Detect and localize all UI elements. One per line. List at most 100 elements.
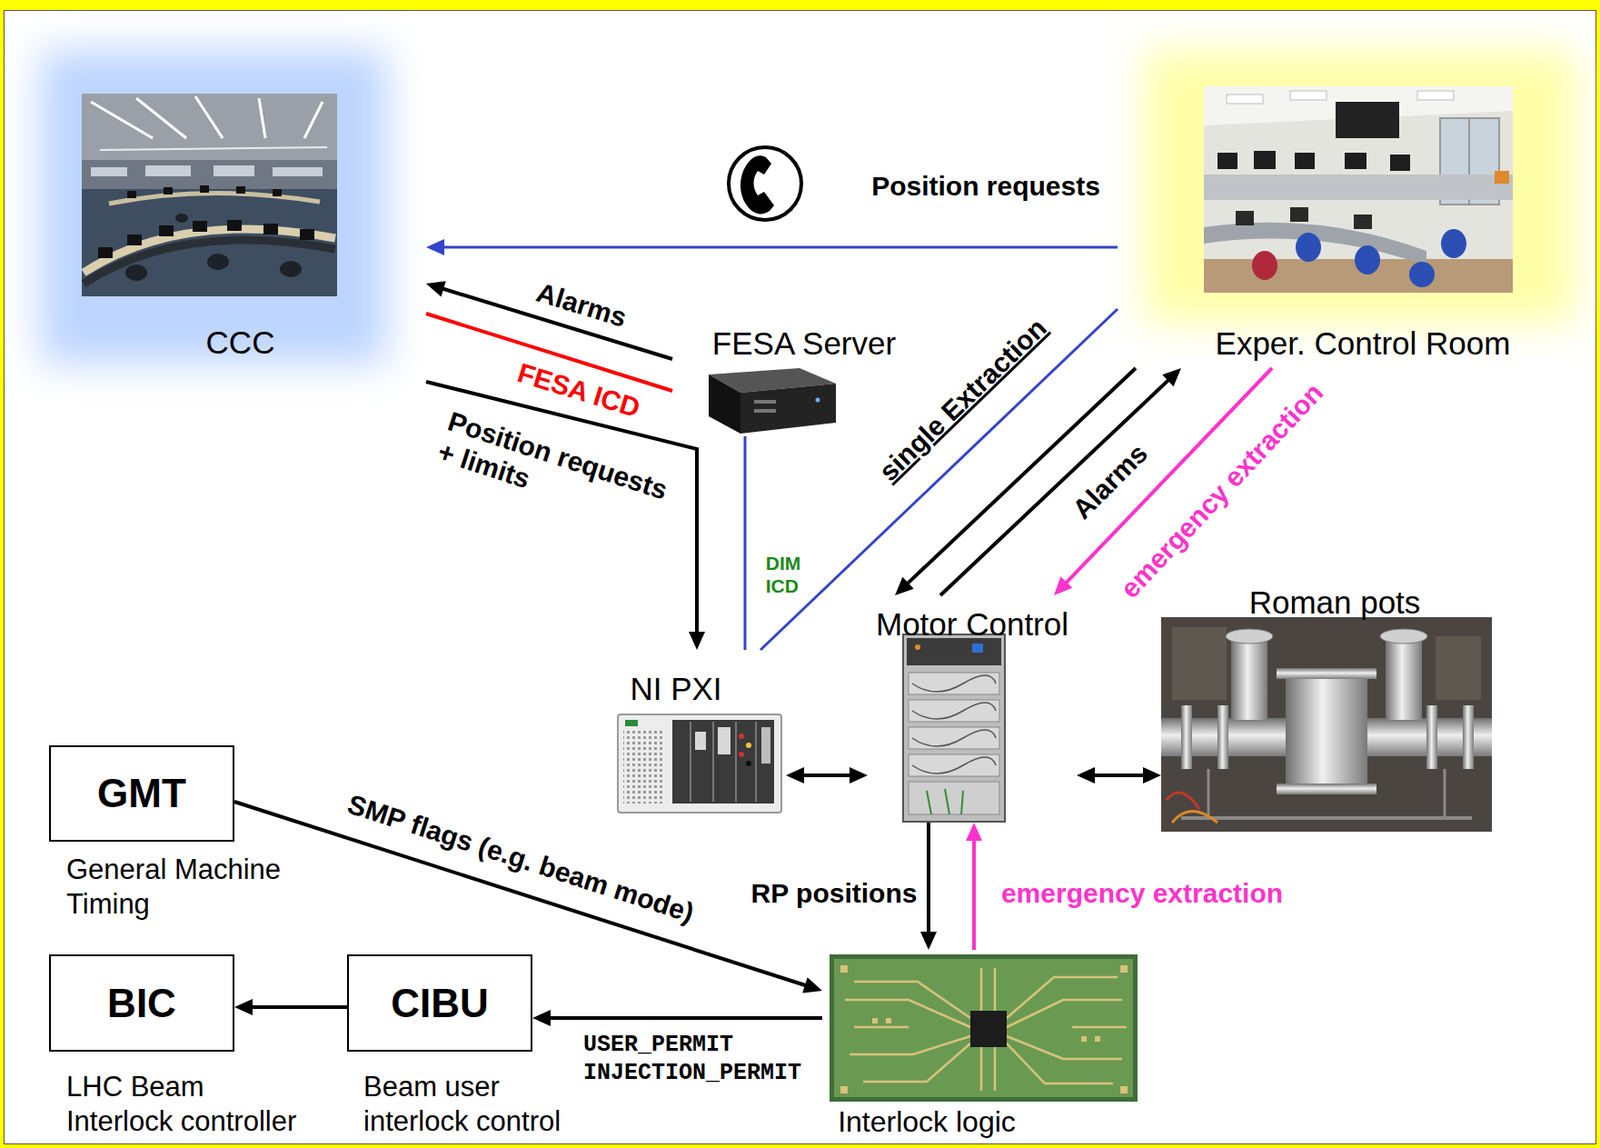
edge-label: USER_PERMIT INJECTION_PERMIT (583, 1030, 802, 1088)
control-room-photo-part (1354, 245, 1381, 275)
pxi-chassis-part (623, 730, 666, 804)
glow-part (1144, 49, 1577, 323)
roman-pot-picture-part (1172, 626, 1227, 700)
roman-pot-picture-part (1435, 636, 1481, 700)
ccc-photo-part (125, 264, 148, 281)
pxi-chassis-part (689, 721, 692, 802)
pcb-picture-part-part (993, 1046, 997, 1091)
connector-line (802, 773, 852, 777)
device-node: Motor Control (867, 595, 1077, 823)
pxi-chassis-part (735, 721, 737, 802)
motor-rack-part (908, 781, 1000, 815)
arrow-head (234, 998, 253, 1015)
device-node: NI PXI (612, 649, 786, 818)
pcb-picture-part (829, 954, 1138, 1102)
arrow-head (688, 631, 706, 650)
ccc-photo-part (99, 147, 328, 150)
node-label: FESA Server (699, 325, 909, 362)
connector-line (250, 1004, 348, 1009)
ccc-photo-part (90, 101, 153, 139)
connector (745, 436, 746, 650)
arrow-head (426, 280, 447, 297)
ccc-photo-part (159, 225, 174, 237)
box-title: BIC (50, 955, 233, 1050)
arrow-head (802, 976, 823, 993)
ccc-photo-part (258, 98, 266, 139)
pcb-picture-part-part (844, 999, 971, 1027)
connector-line (744, 436, 747, 650)
edge-label: Position requests + limits (434, 405, 687, 541)
server-picture-part (754, 399, 776, 404)
arrow-head (965, 822, 983, 841)
control-room-photo-part (1295, 232, 1322, 262)
ccc-photo-part (163, 187, 173, 195)
control-room-photo-part (1294, 152, 1315, 169)
ccc-photo (81, 93, 338, 297)
server-picture-part (708, 374, 741, 434)
process-box: CIBUBeam user interlock control (347, 954, 533, 1052)
control-room-photo-part (1252, 250, 1278, 280)
pxi-chassis-part (745, 742, 752, 748)
control-room-photo (1203, 86, 1513, 293)
pcb-picture (829, 954, 1138, 1102)
device-node: Roman pots (1161, 581, 1492, 832)
connector (532, 1009, 823, 1026)
motor-rack-part (908, 699, 1000, 722)
motor-rack-part (908, 754, 1000, 776)
motor-rack-part (908, 726, 1000, 749)
pxi-chassis-part (617, 714, 782, 813)
control-room-photo-part (1226, 94, 1263, 104)
roman-pot-picture-part (1166, 792, 1200, 809)
connector (426, 381, 706, 650)
roman-pot-picture-part (1172, 811, 1218, 824)
connector-line (548, 1015, 823, 1020)
pxi-chassis-part (672, 719, 775, 804)
control-room-photo-part (1203, 174, 1513, 200)
pxi-chassis (617, 714, 782, 813)
roman-pot-picture-part (1385, 636, 1422, 720)
pcb-picture-part-part (1120, 964, 1128, 973)
roman-pot-picture-part (1225, 628, 1273, 644)
pxi-chassis-part (738, 733, 745, 739)
control-room-photo-part (1335, 101, 1400, 139)
connector-line (972, 838, 976, 950)
roman-pot-picture-part (1181, 705, 1193, 769)
node-label: Roman pots (1233, 584, 1436, 621)
motor-rack-part (912, 756, 996, 774)
photo-node: CCC (54, 86, 427, 391)
pcb-picture-part (970, 1010, 1007, 1047)
arrow-head (426, 238, 445, 256)
ccc-photo-part (195, 96, 223, 139)
connector-line (926, 822, 931, 934)
connector (785, 766, 868, 784)
node-label: Interlock logic (822, 1105, 1032, 1138)
pxi-chassis-part (755, 721, 757, 802)
edge-label: Position requests (871, 170, 1101, 203)
process-box: GMTGeneral Machine Timing (49, 745, 235, 842)
ccc-photo-part (213, 165, 255, 177)
connector (234, 998, 348, 1015)
process-box: BICLHC Beam Interlock controller (49, 954, 235, 1052)
pxi-chassis-part (745, 760, 752, 766)
motor-rack-part (906, 637, 1002, 666)
pcb-picture-part-part (1072, 1025, 1127, 1029)
node-label: NI PXI (612, 670, 740, 707)
arrow-head (785, 766, 805, 784)
ccc-photo-part (109, 192, 320, 204)
edge-label: Alarms (1066, 437, 1154, 526)
node-label: Motor Control (867, 606, 1077, 643)
arrow-head (1142, 766, 1162, 784)
arrow-head (1076, 766, 1095, 784)
roman-pot-picture-part (1443, 768, 1447, 818)
ccc-photo-part (227, 219, 242, 231)
box-caption: LHC Beam Interlock controller (66, 1069, 317, 1139)
pcb-picture-part-part (1006, 999, 1123, 1027)
control-room-photo-part (1440, 228, 1467, 259)
pcb-picture-part-part (993, 967, 997, 1011)
box-title: GMT (50, 746, 233, 840)
control-room-photo-part (1409, 261, 1435, 288)
pxi-chassis-part (738, 751, 745, 757)
